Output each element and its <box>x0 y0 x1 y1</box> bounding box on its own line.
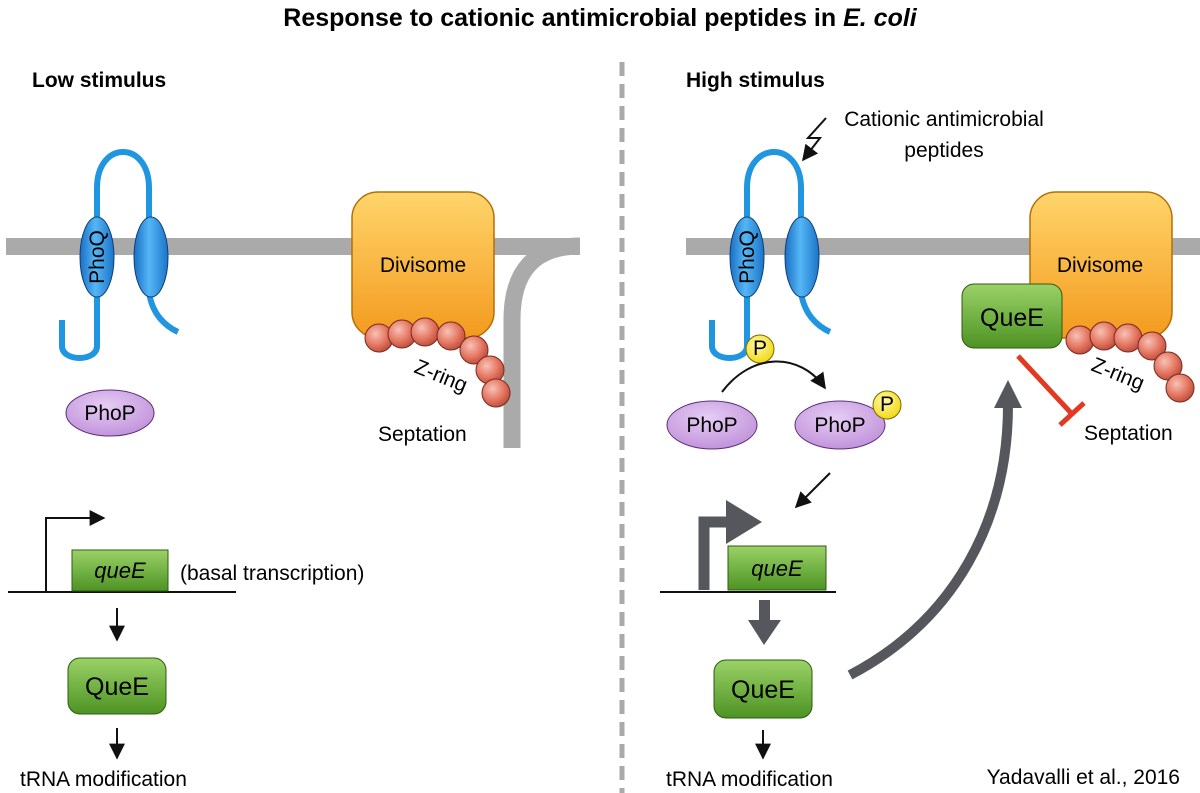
queE-bound-label: QueE <box>980 304 1044 332</box>
stimulus-label-line2: peptides <box>904 139 983 162</box>
phoq-c-term <box>798 291 832 335</box>
queE-gene-box <box>71 549 169 592</box>
inhibition-bar <box>1058 401 1086 427</box>
basal-transcription-note: (basal transcription) <box>180 562 364 585</box>
arrow-translation-strong-shaft <box>759 600 770 622</box>
panel-low-stimulus: Low stimulus PhoQ PhoP Divisome Z-ring S… <box>6 69 581 791</box>
lightning-icon <box>802 117 827 162</box>
queE-protein-box <box>713 659 813 719</box>
phosphotransfer-arrow <box>721 360 826 393</box>
phosphate-label: P <box>880 393 894 416</box>
septation-label: Septation <box>1084 422 1173 445</box>
arrow-activation <box>794 472 831 509</box>
z-ring-bead <box>1065 325 1095 355</box>
phoq-n-term <box>59 290 100 361</box>
queE-protein-label: QueE <box>731 676 795 704</box>
queE-protein-label: QueE <box>85 673 149 701</box>
promoter-arrowhead <box>726 500 762 544</box>
phop-phosphorylated-label: PhoP <box>814 414 865 437</box>
septation-label: Septation <box>378 423 467 446</box>
phoq-tm-helix-2 <box>784 216 820 298</box>
queE-bound-box <box>961 283 1063 349</box>
divisome-label: Divisome <box>1057 254 1143 277</box>
z-ring-bead <box>481 378 511 408</box>
panel-heading-high: High stimulus <box>686 69 825 92</box>
z-ring-bead <box>410 317 440 347</box>
phop-phosphorylated-ellipse <box>794 400 886 450</box>
phoq-tm-helix-1 <box>79 216 115 298</box>
divisome-label: Divisome <box>380 254 466 277</box>
z-ring-label: Z-ring <box>1088 353 1147 395</box>
phosphate-label: P <box>753 337 767 360</box>
phop-ellipse <box>666 400 758 450</box>
citation: Yadavalli et al., 2016 <box>987 766 1180 789</box>
panel-high-stimulus: High stimulus Cationic antimicrobial pep… <box>660 69 1200 791</box>
promoter-strong-arrow <box>698 516 728 590</box>
promoter-arrow <box>45 510 106 592</box>
panel-heading-low: Low stimulus <box>32 69 166 92</box>
z-ring-bead <box>1137 331 1167 361</box>
septum-membrane <box>503 237 581 448</box>
phoq-tm-helix-2 <box>133 216 169 298</box>
z-ring-bead <box>1165 373 1195 403</box>
queE-gene-label: queE <box>94 558 146 583</box>
phoq-label: PhoQ <box>86 230 109 284</box>
phop-label: PhoP <box>686 414 737 437</box>
trna-modification-label: tRNA modification <box>20 768 187 791</box>
stimulus-label: Cationic antimicrobial <box>844 108 1044 131</box>
figure-title: Response to cationic antimicrobial pepti… <box>283 4 918 32</box>
curved-arrow-head <box>994 380 1022 408</box>
inhibition-line <box>1016 354 1074 416</box>
arrow-translation-strong-head <box>748 620 781 645</box>
phoq-label: PhoQ <box>736 230 759 284</box>
phop-ellipse <box>65 389 155 437</box>
z-ring-label: Z-ring <box>411 355 470 397</box>
z-ring-beads <box>1065 321 1195 403</box>
phop-label: PhoP <box>84 402 135 425</box>
queE-gene-label: queE <box>751 556 803 581</box>
phoq-tm-helix-1 <box>729 216 765 298</box>
queE-protein-box <box>67 657 167 715</box>
curved-arrow-to-divisome <box>847 404 1013 680</box>
phoq-loop <box>744 149 804 238</box>
trna-modification-label: tRNA modification <box>666 768 833 791</box>
phoq-c-term <box>146 291 180 335</box>
phoq-loop <box>94 149 152 238</box>
z-ring-bead <box>459 335 489 365</box>
z-ring-beads <box>364 317 511 408</box>
phosphate-badge <box>872 390 902 420</box>
z-ring-bead <box>436 321 466 351</box>
queE-gene-box <box>727 545 827 591</box>
phoq-n-term <box>709 290 750 361</box>
